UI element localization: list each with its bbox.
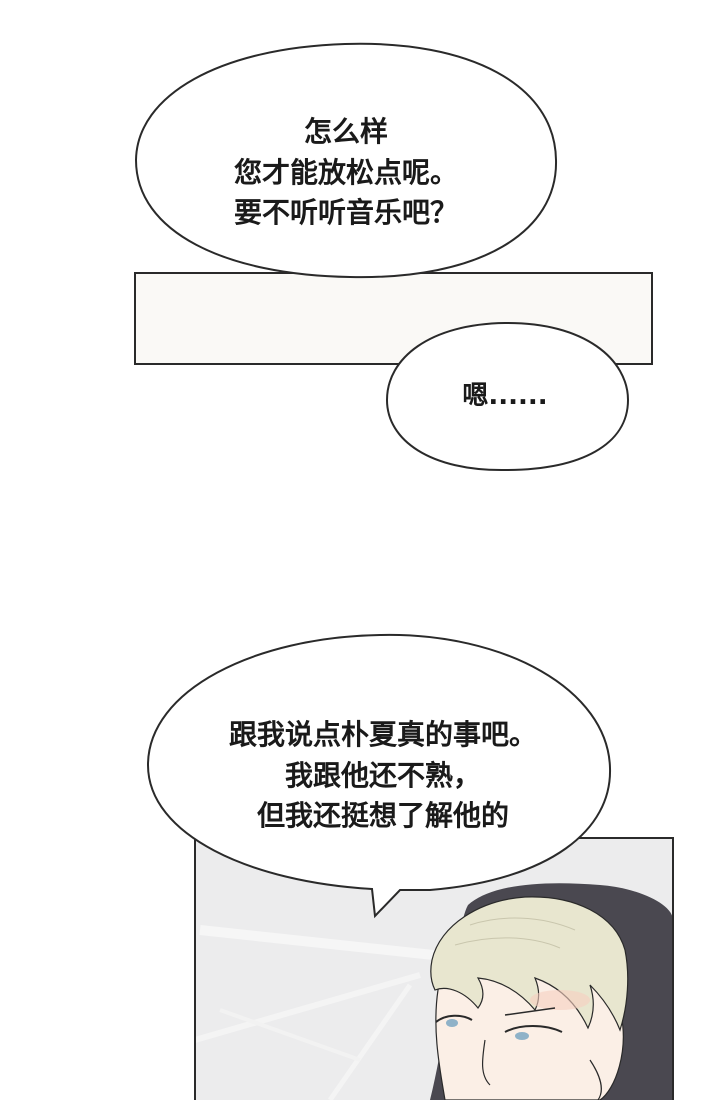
character-right-eye (504, 1025, 563, 1033)
speech-bubble-2-text: 嗯...... (420, 378, 590, 416)
dialogue-line: 嗯...... (462, 381, 548, 411)
dialogue-line: 要不听听音乐吧？ (233, 196, 458, 230)
dialogue-line: 跟我说点朴夏真的事吧。 (228, 718, 537, 751)
panel-bottom (194, 837, 674, 1100)
dialogue-line: 怎么样 (303, 115, 388, 148)
dialogue-line: 您才能放松点呢。 (233, 155, 458, 189)
speech-bubble-3-text: 跟我说点朴夏真的事吧。 我跟他还不熟， 但我还挺想了解他的 (178, 715, 588, 837)
dialogue-line: 我跟他还不熟， (284, 758, 481, 792)
dialogue-line: 但我还挺想了解他的 (256, 799, 509, 833)
speech-bubble-2 (385, 321, 630, 472)
speech-bubble-1-text: 怎么样 您才能放松点呢。 要不听听音乐吧？ (176, 112, 516, 234)
character-left-eye (435, 1014, 473, 1023)
speech-bubble-1 (134, 42, 558, 279)
speech-bubble-3 (146, 633, 612, 919)
